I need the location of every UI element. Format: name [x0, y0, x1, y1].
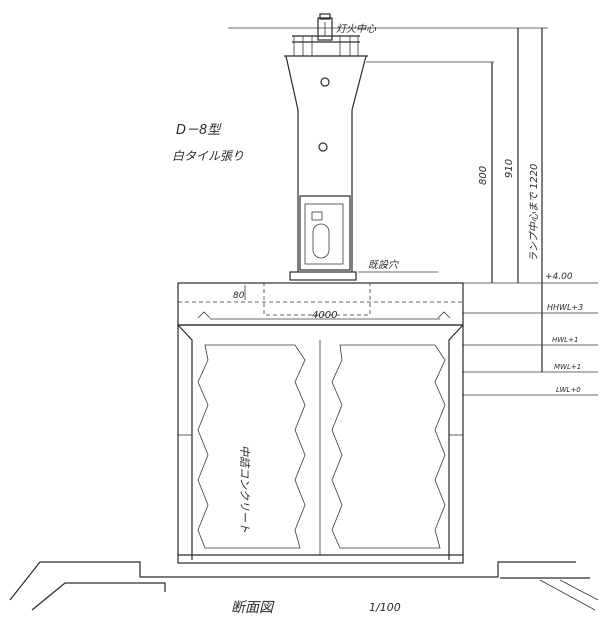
- hhwl-label: HHWL+3: [547, 303, 583, 312]
- dimension-lines: [366, 28, 598, 396]
- level-400: +4.00: [545, 272, 573, 282]
- drawing-title: 断面図: [231, 600, 275, 616]
- mwl-label: MWL+1: [554, 363, 581, 371]
- drawing-scale: 1/100: [369, 601, 401, 614]
- lwl-label: LWL+0: [556, 386, 581, 394]
- model-label: D－8型: [176, 123, 222, 138]
- lamp-icon: [317, 13, 333, 41]
- top-label: 灯火中心: [336, 23, 377, 35]
- dim-800: 800: [478, 166, 489, 185]
- foundation: [9, 561, 599, 611]
- small-dim: 80: [233, 291, 245, 301]
- tower-body: [284, 55, 368, 281]
- dim-vertical-text: ランプ中心まで 1220: [528, 164, 540, 262]
- dim-910: 910: [504, 159, 515, 178]
- caisson-label: 中詰コンクリート: [238, 445, 251, 533]
- width-dim: 4000: [312, 310, 337, 321]
- caisson: [177, 324, 464, 564]
- tile-label: 白タイル張り: [172, 149, 244, 163]
- railing: [292, 35, 360, 56]
- hole-label: 既設穴: [368, 259, 399, 271]
- hwl-label: HWL+1: [552, 336, 578, 344]
